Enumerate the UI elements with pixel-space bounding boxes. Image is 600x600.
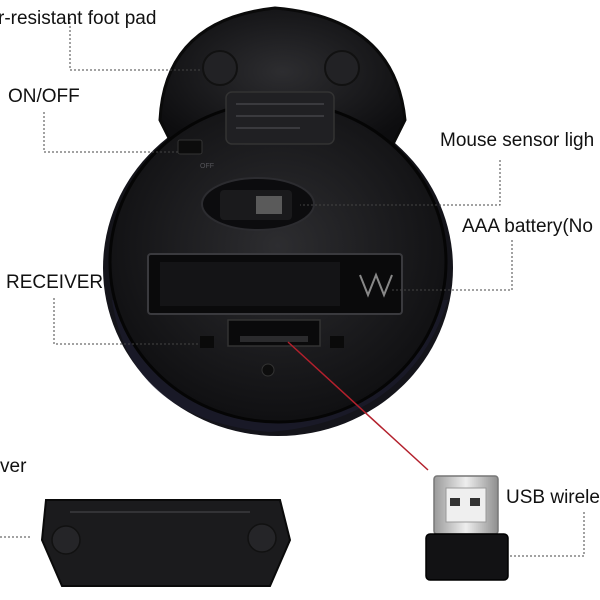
leader-battery xyxy=(392,240,513,291)
label-receiver: RECEIVER xyxy=(6,272,104,293)
label-sensor: Mouse sensor ligh xyxy=(440,130,595,151)
leader-sensor xyxy=(300,160,501,206)
label-on-off: ON/OFF xyxy=(8,86,80,107)
battery-cover xyxy=(40,499,292,587)
leader-on-off xyxy=(43,112,180,153)
leader-usb xyxy=(510,512,585,557)
sensor-laser-line xyxy=(287,341,429,471)
switch-text: OFF xyxy=(200,163,214,170)
label-cover: ver xyxy=(0,456,27,477)
usb-receiver xyxy=(425,475,509,581)
mouse-bottom: OFF xyxy=(103,6,453,436)
leader-receiver xyxy=(53,298,200,345)
label-usb: USB wirele xyxy=(506,487,600,508)
leader-foot-pad xyxy=(69,18,200,71)
label-foot-pad: r-resistant foot pad xyxy=(0,8,157,29)
label-battery: AAA battery(No xyxy=(462,216,593,237)
